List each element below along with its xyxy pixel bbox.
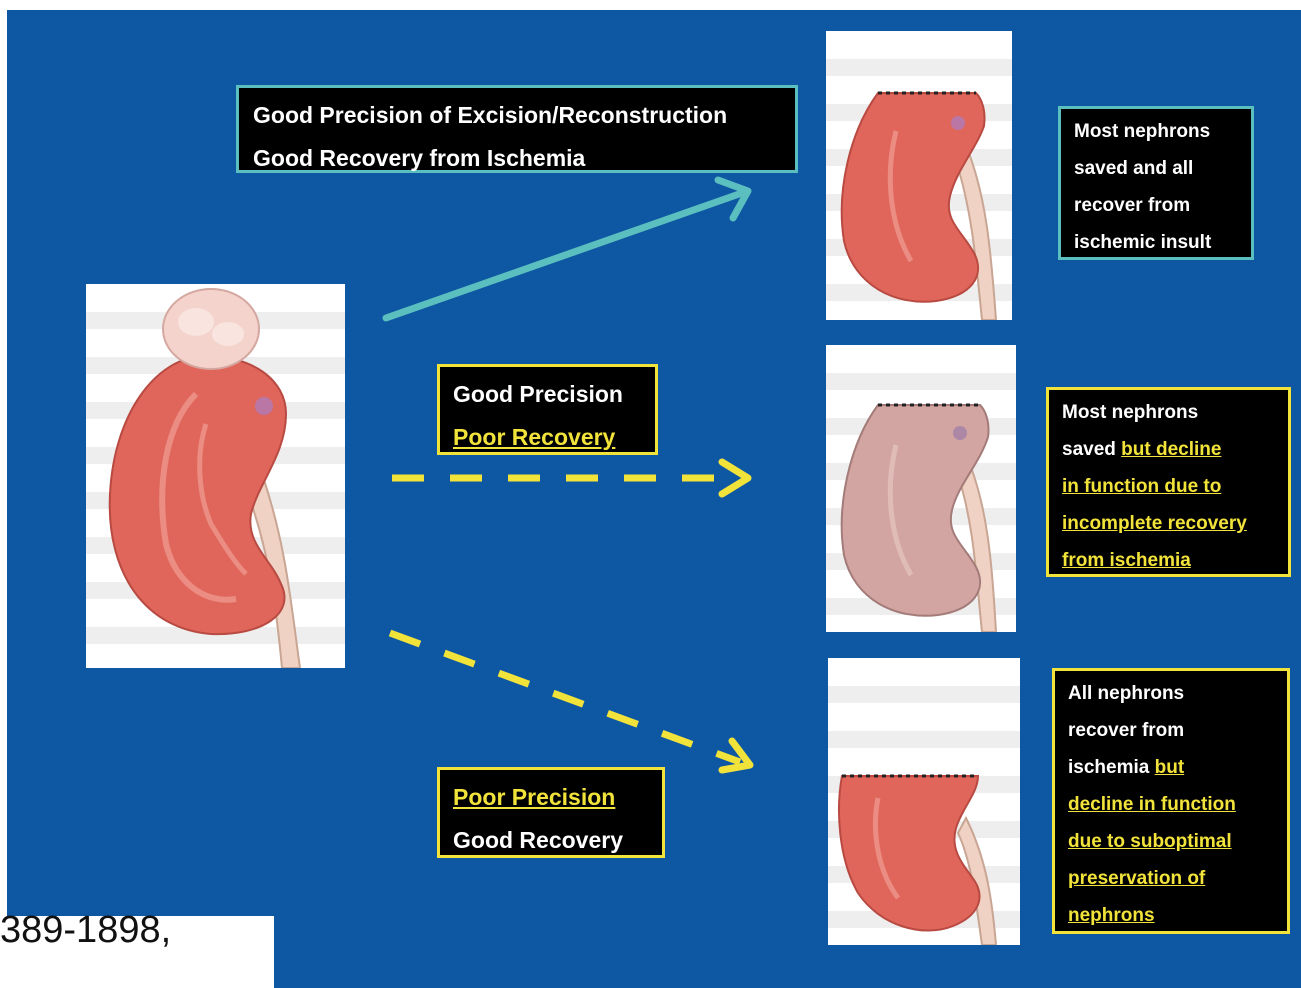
outcome-box-middle: Most nephrons saved but decline in functio… bbox=[1046, 387, 1291, 577]
text-segment: ischemic insult bbox=[1074, 232, 1211, 253]
path-label-top: Good Precision of Excision/Reconstructio… bbox=[236, 85, 798, 173]
highlighted-text: Poor Precision bbox=[453, 784, 615, 810]
outcome-kidney-bottom bbox=[828, 658, 1020, 945]
text-line: Good Precision bbox=[453, 373, 655, 416]
text-segment: saved and all bbox=[1074, 158, 1193, 179]
text-line: preservation of bbox=[1068, 860, 1287, 897]
highlighted-text: in function due to bbox=[1062, 476, 1221, 497]
highlighted-text: but decline bbox=[1121, 439, 1221, 460]
text-line: due to suboptimal bbox=[1068, 823, 1287, 860]
text-line: Good Recovery bbox=[453, 819, 662, 862]
text-line: saved but decline bbox=[1062, 431, 1288, 468]
highlighted-text: from ischemia bbox=[1062, 550, 1191, 571]
text-line: recover from bbox=[1068, 712, 1287, 749]
text-line: from ischemia bbox=[1062, 542, 1288, 579]
text-line: Good Recovery from Ischemia bbox=[253, 137, 795, 180]
text-line: Poor Precision bbox=[453, 776, 662, 819]
dashed-yellow-arrow-middle bbox=[392, 462, 748, 494]
text-line: nephrons bbox=[1068, 897, 1287, 934]
text-segment: Most nephrons bbox=[1062, 402, 1198, 423]
text-line: All nephrons bbox=[1068, 675, 1287, 712]
text-line: recover from bbox=[1074, 187, 1251, 224]
text-segment: ischemia bbox=[1068, 757, 1155, 778]
highlighted-text: incomplete recovery bbox=[1062, 513, 1247, 534]
path-label-top-lines: Good Precision of Excision/Reconstructio… bbox=[253, 94, 795, 180]
text-segment: Good Precision of Excision/Reconstructio… bbox=[253, 102, 727, 128]
solid-teal-arrow bbox=[386, 180, 748, 318]
outcome-box-middle-lines: Most nephrons saved but decline in functio… bbox=[1062, 394, 1288, 579]
text-line: Good Precision of Excision/Reconstructio… bbox=[253, 94, 795, 137]
text-segment: Good Recovery bbox=[453, 827, 623, 853]
text-line: ischemia but bbox=[1068, 749, 1287, 786]
text-segment: recover from bbox=[1074, 195, 1190, 216]
text-line: decline in function bbox=[1068, 786, 1287, 823]
highlighted-text: decline in function bbox=[1068, 794, 1236, 815]
text-line: ischemic insult bbox=[1074, 224, 1251, 261]
dashed-yellow-arrow-bottom bbox=[390, 633, 750, 770]
outcome-kidney-top bbox=[826, 31, 1012, 320]
text-segment: Most nephrons bbox=[1074, 121, 1210, 142]
highlighted-text: Poor Recovery bbox=[453, 424, 615, 450]
outcome-box-top: Most nephrons saved and all recover from is… bbox=[1058, 106, 1254, 260]
text-segment: Good Recovery from Ischemia bbox=[253, 145, 585, 171]
outcome-box-top-lines: Most nephrons saved and all recover from is… bbox=[1074, 113, 1251, 261]
text-segment: saved bbox=[1062, 439, 1121, 460]
text-line: saved and all bbox=[1074, 150, 1251, 187]
text-line: incomplete recovery bbox=[1062, 505, 1288, 542]
text-line: Poor Recovery bbox=[453, 416, 655, 459]
highlighted-text: preservation of bbox=[1068, 868, 1205, 889]
text-line: Most nephrons bbox=[1074, 113, 1251, 150]
highlighted-text: due to suboptimal bbox=[1068, 831, 1232, 852]
outcome-box-bottom: All nephrons recover from ischemia but decl… bbox=[1052, 668, 1290, 934]
highlighted-text: nephrons bbox=[1068, 905, 1155, 926]
text-line: in function due to bbox=[1062, 468, 1288, 505]
highlighted-text: but bbox=[1155, 757, 1185, 778]
citation-text: 389-1898, bbox=[0, 909, 171, 959]
text-line: Most nephrons bbox=[1062, 394, 1288, 431]
outcome-kidney-middle bbox=[826, 345, 1016, 632]
text-segment: All nephrons bbox=[1068, 683, 1184, 704]
outcome-box-bottom-lines: All nephrons recover from ischemia but decl… bbox=[1068, 675, 1287, 934]
text-segment: Good Precision bbox=[453, 381, 623, 407]
text-segment: recover from bbox=[1068, 720, 1184, 741]
